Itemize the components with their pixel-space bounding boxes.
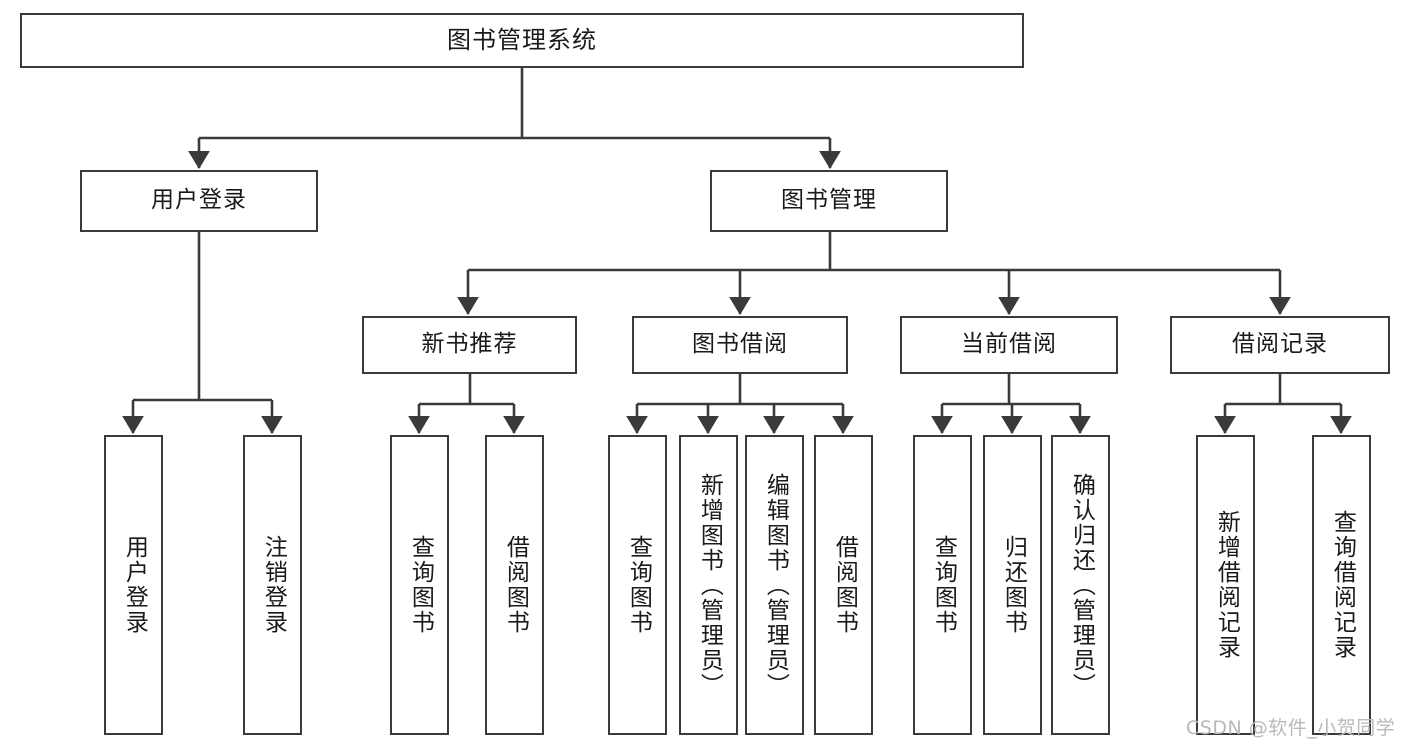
node-label: 注销登录 (260, 535, 287, 635)
node-book-borrowing[interactable]: 图书借阅 (632, 316, 848, 374)
node-label: 当前借阅 (961, 331, 1057, 358)
csdn-watermark: CSDN @软件_小贺同学 (1186, 717, 1396, 739)
node-label: 图书管理系统 (447, 26, 597, 55)
node-label: 借阅图书 (831, 535, 858, 635)
leaf-user-logout[interactable]: 注销登录 (243, 435, 302, 735)
node-label: 借阅图书 (502, 535, 529, 635)
node-label: 用户登录 (151, 187, 247, 214)
leaf-newrec-query-book[interactable]: 查询图书 (390, 435, 449, 735)
node-current-borrowing[interactable]: 当前借阅 (900, 316, 1118, 374)
node-label: 查询图书 (930, 535, 957, 635)
node-label: 借阅记录 (1232, 331, 1328, 358)
node-label: 新增借阅记录 (1213, 510, 1240, 660)
node-label: 归还图书 (1000, 535, 1027, 635)
leaf-current-confirm-return-admin[interactable]: 确认归还（管理员） (1051, 435, 1110, 735)
node-label: 用户登录 (121, 535, 148, 635)
node-label: 新增图书（管理员） (696, 472, 723, 698)
leaf-records-add-record[interactable]: 新增借阅记录 (1196, 435, 1255, 735)
node-label: 图书借阅 (692, 331, 788, 358)
leaf-borrow-query-book[interactable]: 查询图书 (608, 435, 667, 735)
node-label: 图书管理 (781, 187, 877, 214)
node-label: 新书推荐 (421, 331, 518, 358)
leaf-borrow-add-book-admin[interactable]: 新增图书（管理员） (679, 435, 738, 735)
node-root-book-management-system[interactable]: 图书管理系统 (20, 13, 1024, 68)
leaf-user-login[interactable]: 用户登录 (104, 435, 163, 735)
node-new-book-recommendation[interactable]: 新书推荐 (362, 316, 577, 374)
leaf-newrec-borrow-book[interactable]: 借阅图书 (485, 435, 544, 735)
node-label: 查询借阅记录 (1329, 510, 1356, 660)
node-borrowing-records[interactable]: 借阅记录 (1170, 316, 1390, 374)
leaf-current-return-book[interactable]: 归还图书 (983, 435, 1042, 735)
leaf-records-query-record[interactable]: 查询借阅记录 (1312, 435, 1371, 735)
leaf-borrow-lend-book[interactable]: 借阅图书 (814, 435, 873, 735)
node-book-management[interactable]: 图书管理 (710, 170, 948, 232)
node-user-login[interactable]: 用户登录 (80, 170, 318, 232)
node-label: 查询图书 (625, 535, 652, 635)
node-label: 编辑图书（管理员） (762, 472, 789, 698)
node-label: 确认归还（管理员） (1068, 472, 1095, 698)
node-label: 查询图书 (407, 535, 434, 635)
leaf-current-query-book[interactable]: 查询图书 (913, 435, 972, 735)
leaf-borrow-edit-book-admin[interactable]: 编辑图书（管理员） (745, 435, 804, 735)
